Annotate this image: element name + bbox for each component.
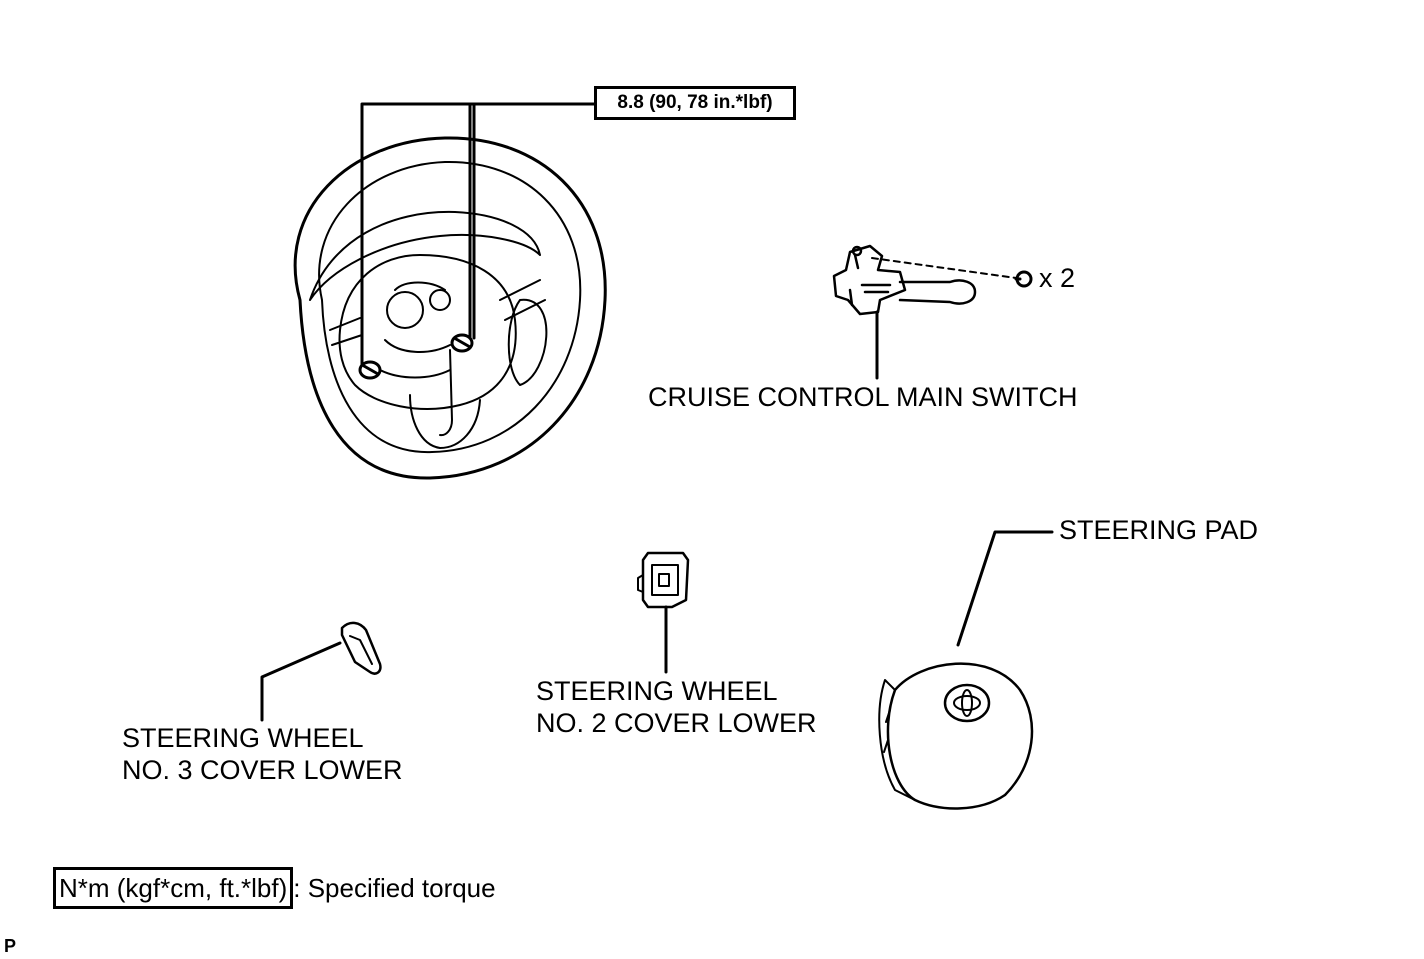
screw-icon xyxy=(1014,270,1033,288)
steering-pad-label: STEERING PAD xyxy=(1059,515,1259,545)
corner-mark: P xyxy=(4,936,17,956)
no2-cover-label-line2: NO. 2 COVER LOWER xyxy=(536,708,817,738)
bolt-right-icon xyxy=(450,333,474,353)
no3-cover-label-line2: NO. 3 COVER LOWER xyxy=(122,755,403,785)
no3-cover-leader xyxy=(260,641,342,722)
steering-pad-drawing xyxy=(878,662,1034,810)
torque-legend: N*m (kgf*cm, ft.*lbf): Specified torque xyxy=(53,867,496,909)
legend-unit-box: N*m (kgf*cm, ft.*lbf) xyxy=(53,867,294,909)
legend-description: : Specified torque xyxy=(293,873,496,903)
bolt-left-icon xyxy=(358,360,382,380)
no2-cover-drawing xyxy=(637,551,690,609)
steering-pad-leader xyxy=(956,530,1054,647)
steering-wheel-drawing xyxy=(293,136,607,480)
no3-cover-drawing xyxy=(340,621,382,675)
quantity-label: x 2 xyxy=(1039,263,1076,293)
no2-cover-label-line1: STEERING WHEEL xyxy=(536,676,778,706)
torque-leader-lines xyxy=(360,102,596,367)
torque-spec-box: 8.8 (90, 78 in.*lbf) xyxy=(594,86,796,120)
no3-cover-label-line1: STEERING WHEEL xyxy=(122,723,364,753)
cruise-control-main-switch-label: CRUISE CONTROL MAIN SWITCH xyxy=(648,382,1078,412)
cruise-control-switch-drawing xyxy=(832,244,977,316)
screw-dashed-leader xyxy=(871,257,1017,279)
